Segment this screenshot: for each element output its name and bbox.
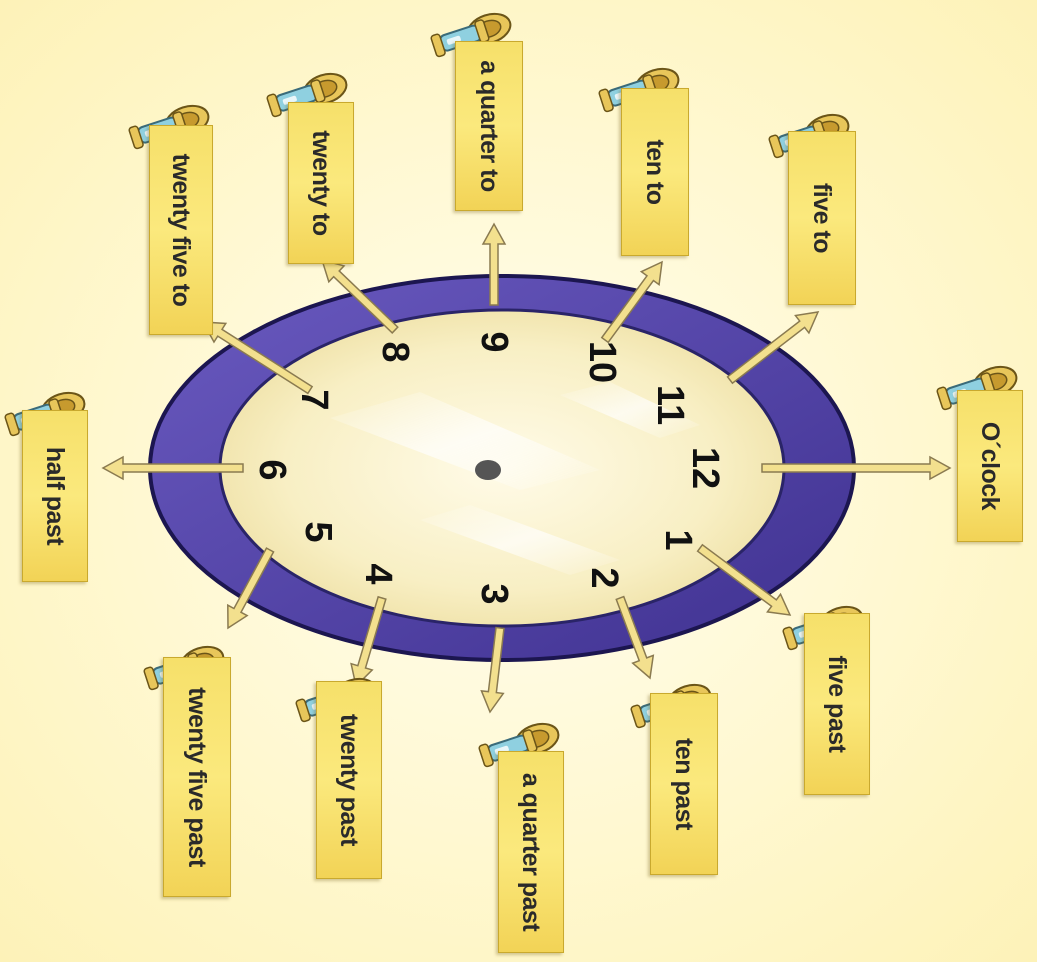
clock-center <box>475 460 501 480</box>
label-quarter-past: a quarter past <box>498 751 564 953</box>
label-o-clock: O´clock <box>957 390 1023 542</box>
label-five-to-text: five to <box>808 183 837 253</box>
label-quarter-to-text: a quarter to <box>475 60 504 192</box>
label-twenty-past-text: twenty past <box>335 714 364 846</box>
label-quarter-past-text: a quarter past <box>517 773 546 931</box>
numeral-7: 7 <box>293 389 335 410</box>
label-ten-to-text: ten to <box>641 139 670 204</box>
label-five-past: five past <box>804 613 870 795</box>
numeral-11: 11 <box>649 385 691 425</box>
numeral-1: 1 <box>657 529 699 550</box>
label-twenty-five-to-text: twenty five to <box>167 154 196 307</box>
label-twenty-to-text: twenty to <box>307 130 336 235</box>
label-quarter-to: a quarter to <box>455 41 523 211</box>
label-ten-past: ten past <box>650 693 718 875</box>
label-twenty-five-past: twenty five past <box>163 657 231 897</box>
label-twenty-five-to: twenty five to <box>149 125 213 335</box>
numeral-3: 3 <box>473 583 515 604</box>
numeral-6: 6 <box>251 459 293 480</box>
numeral-10: 10 <box>581 341 623 383</box>
label-ten-past-text: ten past <box>670 738 699 830</box>
numeral-8: 8 <box>374 341 416 362</box>
label-twenty-five-past-text: twenty five past <box>183 687 212 867</box>
numeral-4: 4 <box>357 563 399 584</box>
label-o-clock-text: O´clock <box>976 422 1005 510</box>
label-twenty-to: twenty to <box>288 102 354 264</box>
label-half-past: half past <box>22 410 88 582</box>
label-half-past-text: half past <box>41 447 70 545</box>
label-five-to: five to <box>788 131 856 305</box>
label-five-past-text: five past <box>823 656 852 753</box>
numeral-2: 2 <box>583 567 625 588</box>
numeral-12: 12 <box>684 447 726 489</box>
label-ten-to: ten to <box>621 88 689 256</box>
numeral-5: 5 <box>297 521 339 542</box>
label-twenty-past: twenty past <box>316 681 382 879</box>
numeral-9: 9 <box>473 331 515 352</box>
